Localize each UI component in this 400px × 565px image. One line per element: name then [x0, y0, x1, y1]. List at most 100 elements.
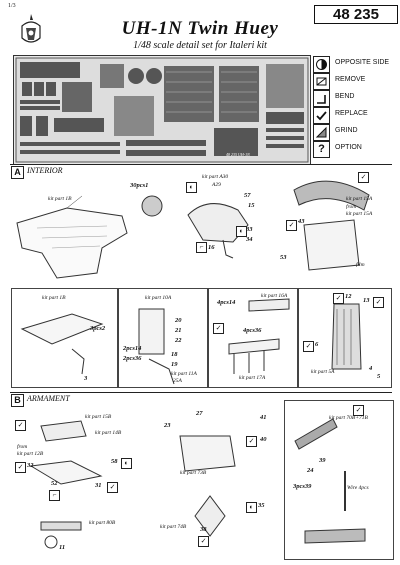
part-number: 6: [315, 341, 319, 348]
page-number: 1/3: [8, 3, 16, 9]
part-number: 39: [319, 457, 326, 464]
step-b1-drawing: [29, 420, 103, 485]
step-a7-drawing: [331, 303, 362, 370]
kit-part-label: kit part 15B: [85, 414, 112, 420]
photo-etch-fret: 48 235 UH-1N: [13, 55, 311, 165]
fret-drawing: [15, 57, 309, 163]
opposite-side-icon: [313, 56, 330, 73]
kit-part-label: kit part A30: [202, 174, 229, 180]
part-number: 57: [244, 192, 251, 199]
from-label: from: [17, 444, 28, 450]
kit-part-label: kit part 15A: [346, 211, 373, 217]
replace-icon: ✓: [246, 436, 257, 447]
part-count: 4pcs36: [243, 327, 262, 334]
part-number: 41: [260, 414, 267, 421]
part-count: 2pcs14: [123, 345, 142, 352]
part-count: 3pcs39: [293, 483, 312, 490]
part-number: 31: [95, 482, 102, 489]
part-number: 22: [175, 337, 182, 344]
part-number: 34: [246, 236, 253, 243]
legend-label: GRIND: [335, 127, 358, 134]
kit-part-label: kit part 14B: [95, 430, 122, 436]
replace-icon: ✓: [15, 462, 26, 473]
step-a3: ✓ kit part 15A from kit part 15A ✓ 43 53…: [274, 170, 392, 285]
kit-part-label: kit part 15A: [346, 196, 373, 202]
set-number: 48 235: [314, 5, 398, 24]
part-number: 58: [111, 458, 118, 465]
step-a1: 30pcs1 kit part 1B: [12, 178, 177, 283]
kit-part-label: kit part 1B: [42, 295, 66, 301]
section-letter: B: [11, 394, 24, 407]
part-number: 16: [208, 244, 215, 251]
part-number: 15: [248, 202, 255, 209]
part-number: 21: [175, 327, 182, 334]
kit-part-label: kit part 5A: [311, 369, 335, 375]
part-number: 4: [369, 365, 373, 372]
kit-part-label: kit part 1B: [48, 196, 72, 202]
kit-part-label: 25A: [173, 378, 182, 384]
step-a4: kit part 1B 3pcs2 3: [11, 288, 118, 388]
part-number: 24: [307, 467, 314, 474]
part-number: 27: [196, 410, 203, 417]
step-a2: ◐ kit part A30 A29 57 15 33 34 16 ◐ ⌐: [178, 170, 268, 285]
grind-icon: [313, 124, 330, 141]
step-a5: kit part 10A 20 21 22 2pcs14 2pcs36 18 1…: [118, 288, 208, 388]
part-count: 30pcs1: [130, 182, 149, 189]
option-icon: ?: [313, 141, 330, 158]
legend-label: OPPOSITE SIDE: [335, 59, 390, 66]
part-count: 3pcs2: [90, 325, 106, 332]
page-title: UH-1N Twin Huey: [121, 18, 279, 39]
page-subtitle: 1/48 scale detail set for Italeri kit: [133, 40, 267, 51]
part-number: 18: [171, 351, 178, 358]
section-a-header: A INTERIOR: [10, 164, 392, 179]
part-number: 19: [171, 361, 178, 368]
kit-part-label: kit part 17A: [239, 375, 266, 381]
step-b2-drawing: [179, 435, 236, 537]
replace-icon: ✓: [198, 536, 209, 547]
section-b-header: B ARMAMENT: [10, 392, 392, 407]
replace-icon: ✓: [107, 482, 118, 493]
legend-label: BEND: [335, 93, 355, 100]
part-number: 40: [260, 436, 267, 443]
kit-part-label: kit part 12B: [17, 451, 44, 457]
part-number: 53: [280, 254, 287, 261]
section-title: ARMAMENT: [27, 394, 70, 403]
legend-label: REMOVE: [335, 76, 366, 83]
section-title: INTERIOR: [27, 166, 63, 175]
replace-icon: ✓: [373, 297, 384, 308]
step-b2: 23 27 41 40 ✓ kit part 73B 35 ◐ kit part…: [140, 406, 280, 556]
kit-part-label: kit part 16A: [261, 293, 288, 299]
replace-icon: ✓: [303, 341, 314, 352]
bend-icon: ⌐: [196, 242, 207, 253]
film-label: film: [356, 262, 365, 268]
part-number: 43: [298, 218, 305, 225]
opposite-side-icon: ◐: [246, 502, 257, 513]
part-number: 11: [59, 544, 66, 551]
part-number: 12: [345, 293, 352, 300]
part-number: 23: [164, 422, 171, 429]
replace-icon: ✓: [353, 405, 364, 416]
fret-code: 48 235 UH-1N: [226, 152, 250, 157]
kit-part-label: kit part 74B: [160, 524, 187, 530]
part-count: 2pcs36: [123, 355, 142, 362]
replace-icon: [313, 107, 330, 124]
opposite-side-icon: ◐: [186, 182, 197, 193]
legend-label: OPTION: [335, 144, 362, 151]
kit-part-label: kit part 73B: [180, 470, 207, 476]
step-b4-drawing: [40, 521, 82, 549]
step-b3: ✓ kit part 70B+71B 39 24 3pcs39 Wire 4pc…: [284, 400, 394, 560]
kit-part-label: kit part 80B: [89, 520, 116, 526]
step-a6-drawing: [228, 298, 290, 374]
replace-icon: ✓: [286, 220, 297, 231]
brand-logo: [21, 14, 41, 43]
replace-icon: ✓: [358, 172, 369, 183]
from-label: from: [346, 204, 357, 210]
step-b1: ✓ kit part 15B kit part 14B from kit par…: [11, 406, 136, 506]
step-a6: 4pcs14 kit part 16A 4pcs36 kit part 17A …: [208, 288, 298, 388]
floor-drawing: [16, 195, 163, 279]
opposite-side-icon: ◐: [121, 458, 132, 469]
kit-part-label: kit part 70B+71B: [329, 415, 368, 421]
bend-icon: ⌐: [49, 490, 60, 501]
kit-part-label: A29: [212, 182, 221, 188]
step-a7: ✓ 12 13 ✓ ✓ 6 kit part 5A 4 5: [298, 288, 392, 388]
